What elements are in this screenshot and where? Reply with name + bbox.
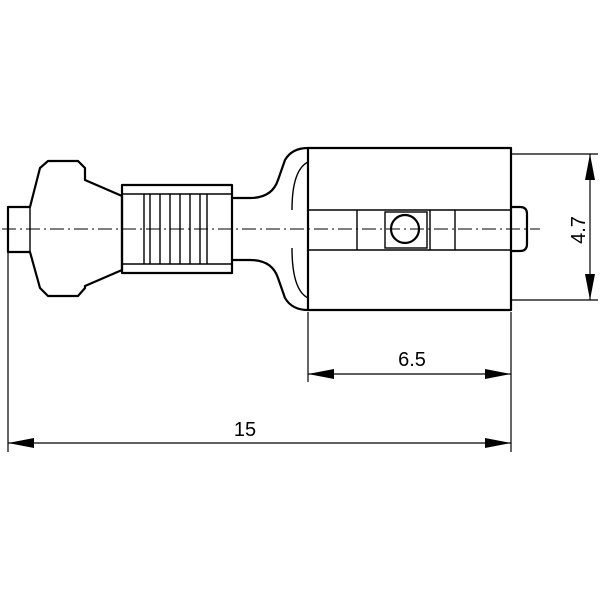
connector-outline — [6, 146, 529, 312]
dimension-tab-length: 6.5 — [307, 312, 511, 382]
tab-tip — [509, 205, 529, 253]
neck-transition — [230, 146, 310, 312]
detent-window — [384, 211, 428, 249]
dimension-overall-length: 15 — [7, 212, 512, 452]
dimension-tab-height: 4.7 — [511, 153, 598, 301]
tab-height-label: 4.7 — [568, 216, 590, 244]
wire-crimp — [120, 183, 234, 275]
tab-length-label: 6.5 — [398, 349, 426, 371]
overall-length-label: 15 — [234, 419, 256, 441]
